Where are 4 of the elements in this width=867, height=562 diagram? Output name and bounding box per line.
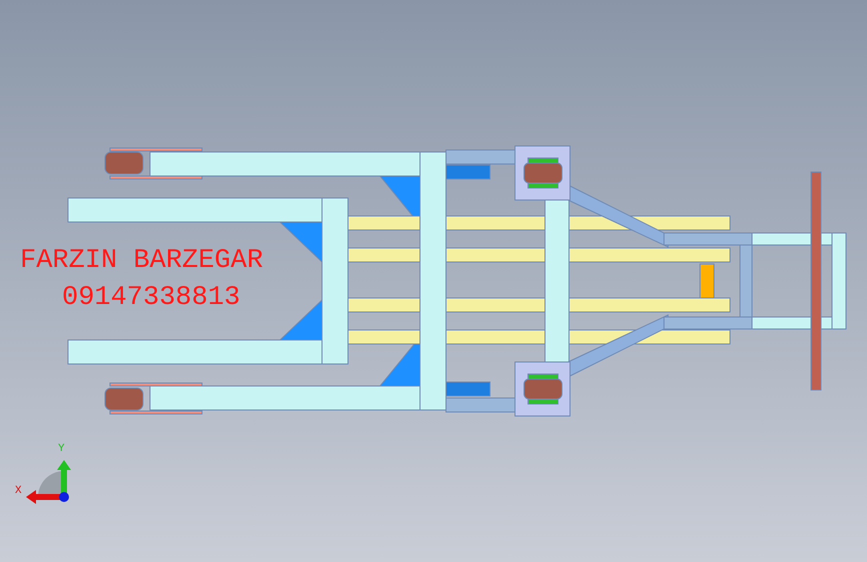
- mirrored-phone-number: 09147338813: [62, 283, 240, 313]
- mirrored-name-text: FARZIN BARZEGAR: [20, 246, 264, 276]
- y-axis-label: Y: [58, 443, 65, 455]
- x-axis-label: X: [15, 485, 22, 497]
